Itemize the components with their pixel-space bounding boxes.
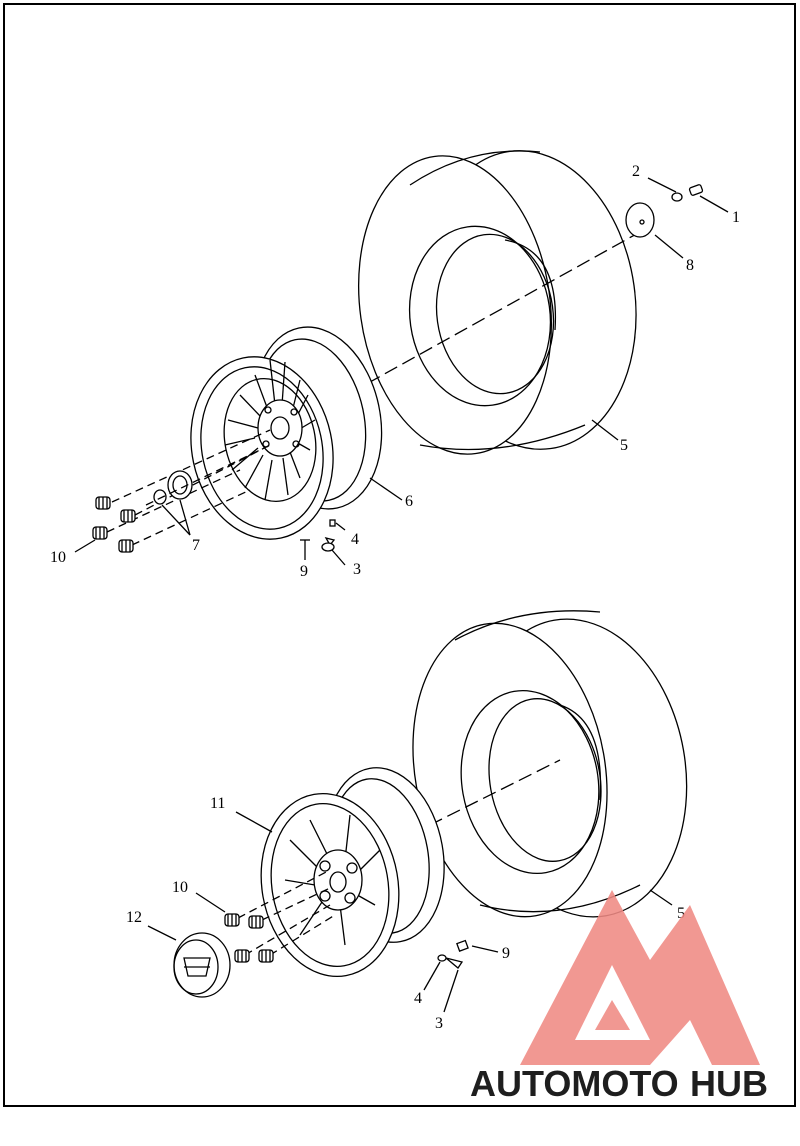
callout-labels: 1 2 8 5 6 4 3 9 7 10 11 10 12 5 9 4 3 [50,163,740,1032]
callout-top-10: 10 [50,549,66,566]
bottom-lug-nuts [224,869,336,963]
callout-top-5: 5 [620,437,628,454]
bottom-center-cap [173,932,231,998]
callout-bottom-4: 4 [414,990,422,1007]
callout-top-7: 7 [192,537,200,554]
bottom-tire [412,610,688,918]
callout-bottom-10: 10 [172,879,188,896]
callout-bottom-12: 12 [126,909,142,926]
callout-top-6: 6 [405,493,413,510]
callout-top-2: 2 [632,163,640,180]
automotohub-logo: AUTOMOTO HUB [470,890,768,1104]
logo-triangle-inner-2 [595,1000,630,1030]
top-lug-nuts [92,429,271,553]
top-assembly [74,150,729,566]
logo-text-automoto: AUTOMOTO [470,1063,679,1104]
callout-top-1: 1 [732,209,740,226]
top-tire [357,150,637,455]
top-valve-parts [300,519,336,560]
diagram-border [3,3,796,1107]
callout-bottom-5: 5 [677,905,685,922]
top-seal-washer [145,449,261,506]
callout-bottom-9: 9 [502,945,510,962]
callout-bottom-11: 11 [210,795,225,812]
logo-triangle-mark [520,890,760,1065]
callout-top-3: 3 [353,561,361,578]
callout-top-8: 8 [686,257,694,274]
bottom-valve-parts [437,939,469,969]
top-leader-lines [74,177,729,566]
bottom-rim [260,767,445,978]
callout-top-9: 9 [300,563,308,580]
callout-top-4: 4 [351,531,359,548]
logo-text-hub: HUB [690,1063,768,1104]
bottom-leader-lines [147,811,673,1013]
bottom-assembly [147,610,688,1013]
top-rim [190,326,383,540]
callout-bottom-3: 3 [435,1015,443,1032]
top-hub-cap [625,184,704,238]
